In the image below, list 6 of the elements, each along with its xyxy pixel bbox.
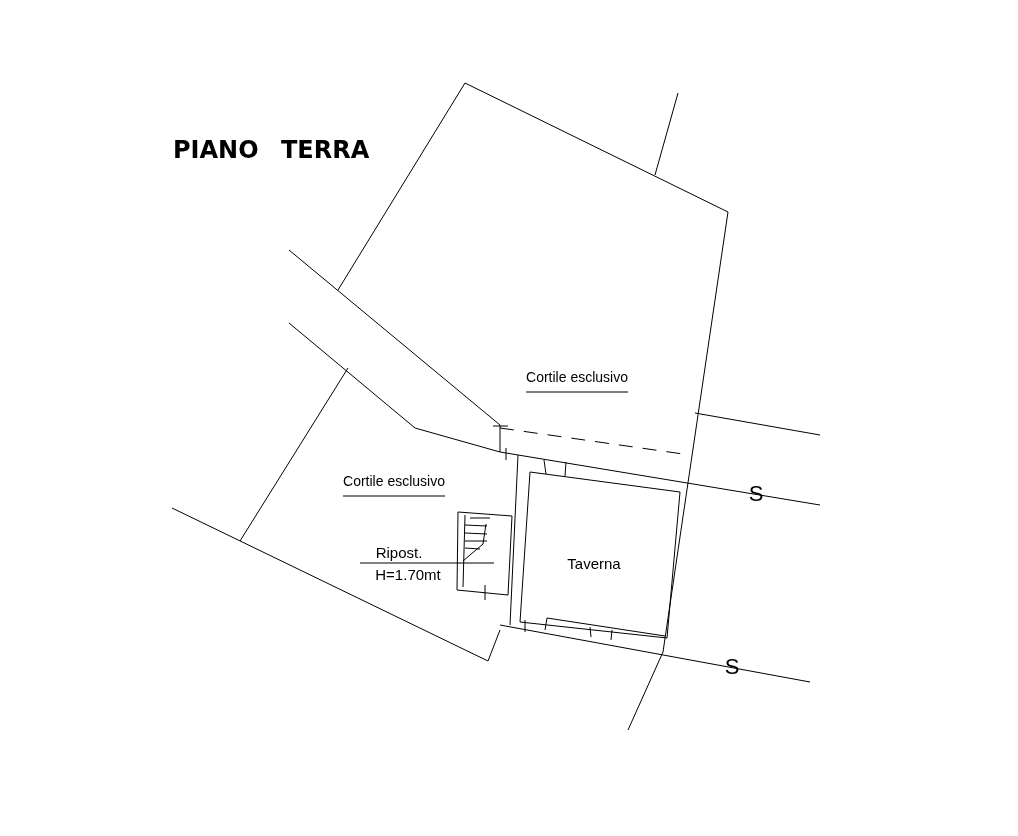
- room-label: Cortile esclusivo: [526, 369, 628, 393]
- room-label: Taverna: [567, 555, 621, 571]
- height-label: H=1.70mt: [375, 566, 441, 582]
- plan-title: PIANO TERRA: [173, 136, 370, 164]
- room-label: Ripost.: [375, 544, 423, 560]
- room-label: Cortile esclusivo: [343, 473, 445, 497]
